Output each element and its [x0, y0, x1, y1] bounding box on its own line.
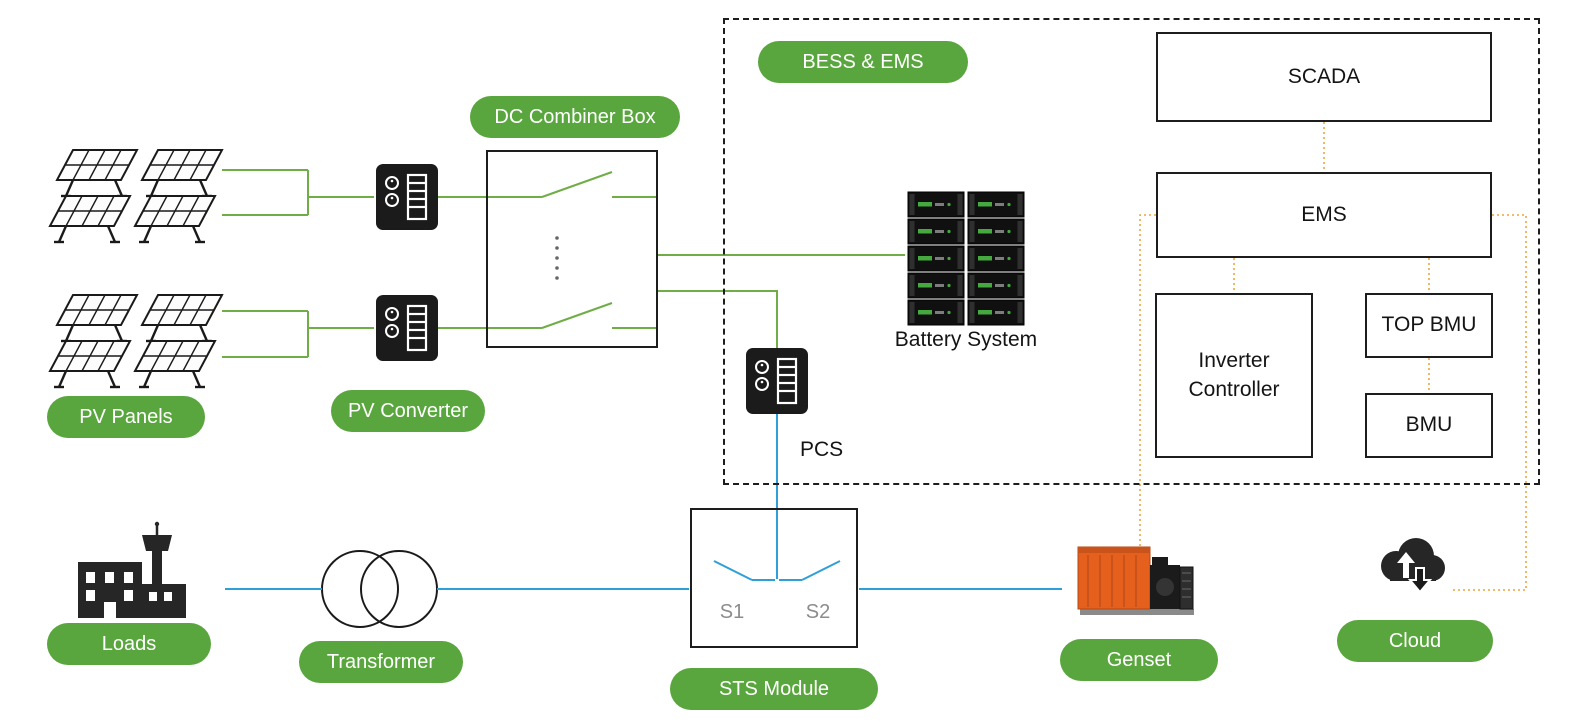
pv-array-icon-bottom	[48, 293, 224, 389]
dc-combiner-box-outline	[486, 150, 658, 348]
genset-pill: Genset	[1060, 639, 1218, 681]
pv-converter-icon-bottom	[374, 293, 440, 363]
inverter-controller-box: Inverter Controller	[1155, 293, 1313, 458]
pv-converter-icon-top	[374, 162, 440, 232]
dc-combiner-box-pill: DC Combiner Box	[470, 96, 680, 138]
inverter-controller-label: Inverter Controller	[1188, 349, 1280, 401]
pv-panels-pill: PV Panels	[47, 396, 205, 438]
battery-system-label: Battery System	[894, 328, 1038, 351]
ems-box: EMS	[1156, 172, 1492, 258]
sts-module-box-outline	[690, 508, 858, 648]
dc-combiner-ellipsis-dots	[555, 236, 559, 280]
sts-module-pill: STS Module	[670, 668, 878, 710]
bmu-label: BMU	[1405, 413, 1453, 437]
ems-label: EMS	[1301, 202, 1347, 226]
dc-green-wires	[222, 169, 905, 358]
bmu-box: BMU	[1365, 393, 1493, 458]
pcs-label: PCS	[800, 438, 844, 461]
bess-ems-pill: BESS & EMS	[758, 41, 968, 83]
scada-box: SCADA	[1156, 32, 1492, 122]
sts-switch-s1-label: S1	[719, 601, 745, 623]
sts-switch-s2-label: S2	[805, 601, 831, 623]
comms-orange-wires	[1139, 122, 1527, 591]
transformer-icon	[321, 550, 438, 628]
pv-array-icon-top	[48, 148, 224, 244]
ac-blue-wires	[225, 414, 1062, 590]
pv-converter-pill: PV Converter	[331, 390, 485, 432]
scada-label: SCADA	[1287, 64, 1361, 88]
bess-ems-dashed-boundary	[723, 18, 1540, 485]
genset-icon	[1077, 546, 1194, 615]
transformer-pill: Transformer	[299, 641, 463, 683]
top-bmu-box: TOP BMU	[1365, 293, 1493, 358]
loads-pill: Loads	[47, 623, 211, 665]
cloud-icon	[1381, 538, 1445, 594]
top-bmu-label: TOP BMU	[1381, 313, 1477, 337]
loads-icon	[78, 521, 186, 618]
cloud-pill: Cloud	[1337, 620, 1493, 662]
